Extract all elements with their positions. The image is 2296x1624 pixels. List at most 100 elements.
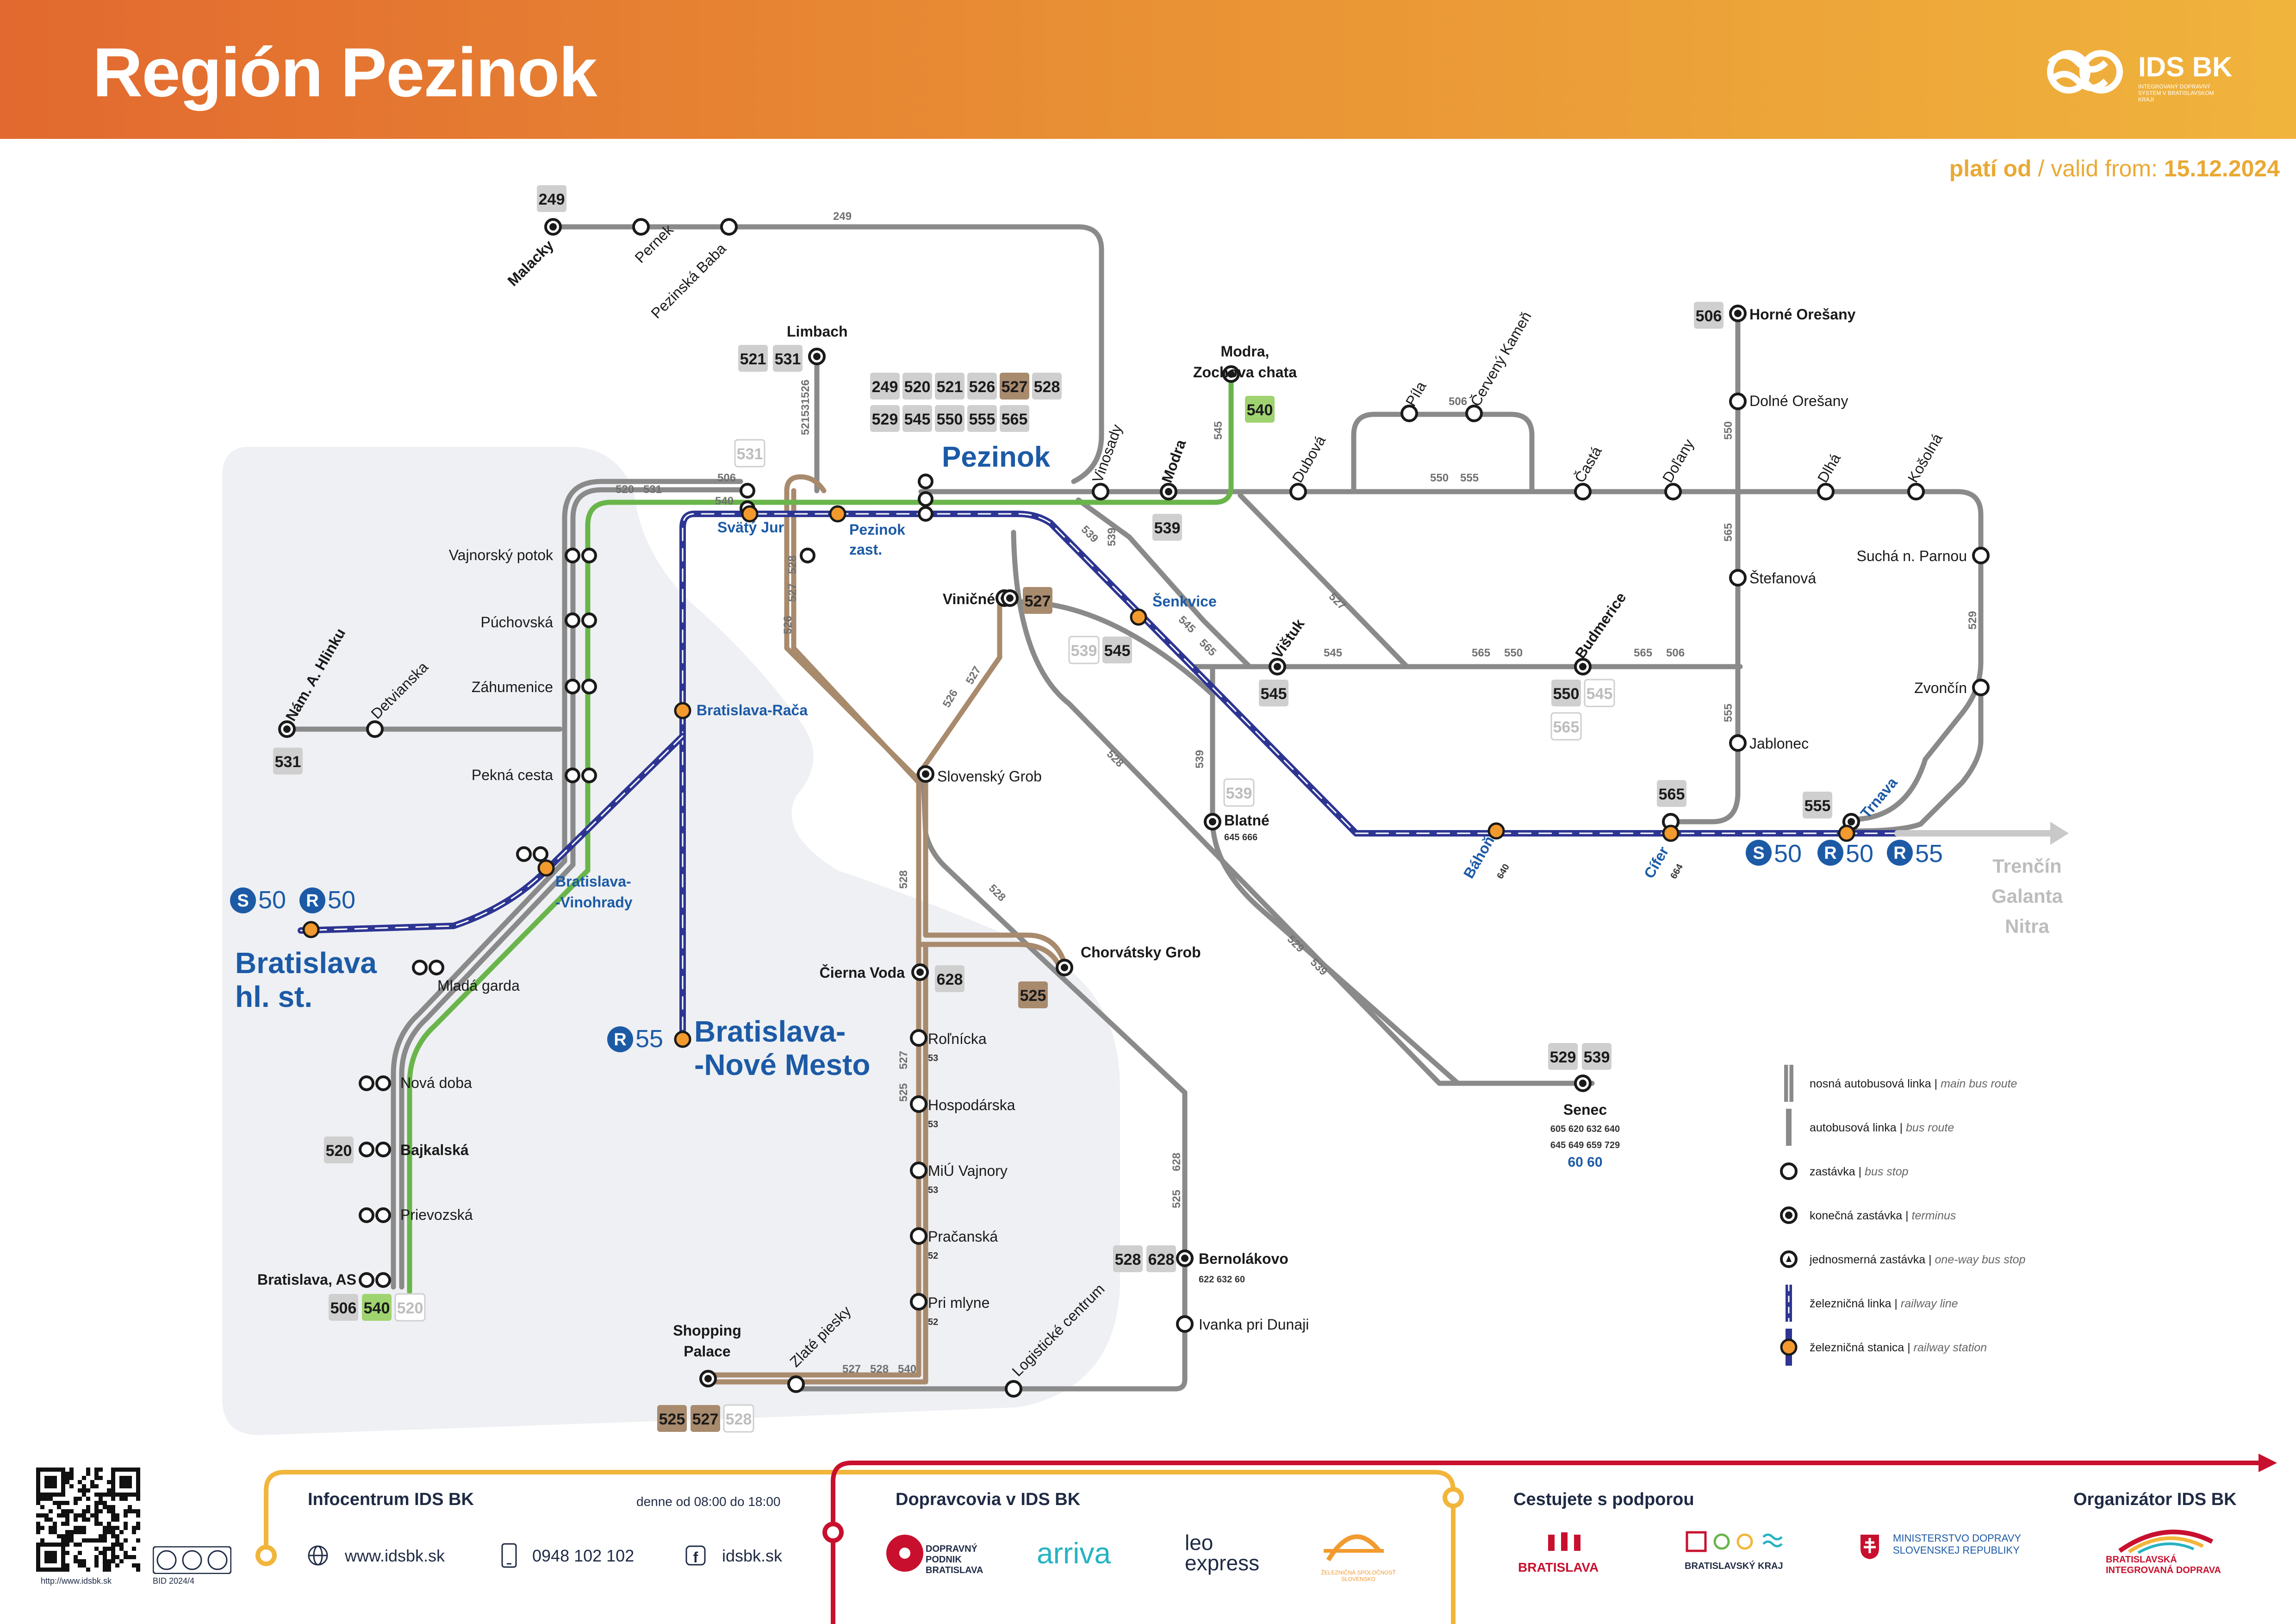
railway-station-marker — [741, 505, 759, 523]
terminus-dot — [549, 223, 557, 231]
route-badge — [773, 345, 803, 372]
qr-module — [107, 1563, 111, 1568]
bus-stop-marker — [1176, 1315, 1194, 1333]
footer-organizator: Organizátor IDS BK — [2073, 1490, 2237, 1509]
line-number: 528 — [786, 556, 799, 574]
r50-right-label: 50 — [1846, 840, 1873, 868]
qr-finder-core — [44, 1476, 57, 1488]
legend-label-en: railway station — [1914, 1341, 1987, 1354]
arriva-logo: arriva — [1037, 1537, 1111, 1570]
qr-module — [115, 1543, 119, 1547]
qr-module — [86, 1468, 90, 1472]
bus-stop-marker — [581, 612, 597, 628]
rolnicka-lines: 53 — [928, 1053, 938, 1063]
footer-fb[interactable]: idsbk.sk — [722, 1546, 783, 1565]
stop-rolnicka: Roľnícka — [928, 1031, 987, 1047]
bus-stop-marker — [1729, 393, 1747, 410]
qr-module — [69, 1484, 74, 1488]
stop-zvoncin: Zvončín — [1914, 680, 1967, 696]
qr-module — [103, 1563, 107, 1568]
bus-stop-marker — [910, 1029, 927, 1047]
qr-module — [69, 1530, 74, 1534]
bus-stop-marker — [740, 483, 755, 499]
legend-label: železničná linka | railway line — [1810, 1297, 1958, 1310]
footer-phone[interactable]: 0948 102 102 — [532, 1546, 635, 1565]
qr-module — [103, 1547, 107, 1551]
hub-line-label: 526 — [969, 378, 996, 396]
svg-text:R: R — [1893, 843, 1906, 863]
cifer-lines: 664 — [1668, 862, 1685, 881]
qr-module — [107, 1488, 111, 1493]
bus-stop-marker — [910, 1162, 927, 1179]
qr-module — [49, 1530, 53, 1534]
svg-text:f: f — [693, 1549, 698, 1566]
route-badge — [1550, 712, 1582, 741]
qr-module — [115, 1555, 119, 1559]
qr-module — [44, 1518, 49, 1522]
route-badge — [1152, 514, 1182, 541]
dpb-logo-icon — [886, 1535, 923, 1572]
qr-module — [61, 1534, 65, 1538]
bus-stop-marker — [800, 548, 815, 563]
qr-module — [111, 1534, 115, 1538]
route-badge-label: 531 — [775, 350, 801, 368]
hub-line-label: 528 — [1034, 378, 1060, 396]
line-number: 528 — [897, 870, 910, 889]
r50-left-icon — [299, 887, 325, 913]
qr-module — [107, 1568, 111, 1572]
route-badge — [1803, 792, 1832, 818]
footer-web[interactable]: www.idsbk.sk — [345, 1546, 445, 1565]
qr-module — [74, 1501, 78, 1505]
qr-module — [124, 1555, 128, 1559]
svg-text:R: R — [1824, 843, 1836, 863]
valid-sk: platí od — [1949, 156, 2032, 181]
route-badge-label: 528 — [726, 1411, 752, 1428]
bahon-lines: 640 — [1495, 862, 1512, 881]
bus-stop-marker — [533, 846, 548, 862]
qr-module — [119, 1530, 124, 1534]
stop-blatne: Blatné — [1224, 812, 1269, 829]
blatne-lines: 645 666 — [1224, 832, 1257, 843]
hub-line-badge — [1000, 405, 1029, 432]
stop-puchovska: Púchovská — [480, 614, 553, 631]
legend-rail-swatch — [1786, 1285, 1792, 1322]
qr-module — [61, 1501, 65, 1505]
terminus-dot — [1181, 1255, 1188, 1262]
stop-senec: Senec — [1563, 1101, 1607, 1118]
bus-stop-marker — [1005, 1380, 1022, 1398]
bus-stop-marker — [1817, 483, 1835, 500]
stop-slovensky-grob: Slovenský Grob — [937, 768, 1042, 785]
route-badge — [394, 1293, 426, 1322]
qr-module — [74, 1518, 78, 1522]
route-badge-label: 528 — [1115, 1251, 1141, 1268]
bus-stop-marker — [1574, 483, 1592, 500]
qr-code — [36, 1468, 140, 1572]
qr-module — [49, 1518, 53, 1522]
route-badge — [1113, 1245, 1143, 1272]
qr-module — [82, 1530, 86, 1534]
hub-line-label: 521 — [937, 378, 963, 396]
railway-station-marker — [1838, 824, 1855, 842]
line-number: 539 — [1079, 523, 1101, 545]
qr-module — [82, 1488, 86, 1493]
qr-module — [124, 1497, 128, 1501]
route-badge-label: 540 — [364, 1299, 390, 1317]
qr-module — [99, 1551, 103, 1555]
bus-stop-marker — [1972, 679, 1990, 696]
qr-url: http://www.idsbk.sk — [41, 1576, 112, 1586]
facebook-icon: f — [685, 1545, 706, 1566]
qr-module — [136, 1513, 140, 1518]
railway-station-marker — [1662, 824, 1680, 842]
qr-module — [103, 1559, 107, 1563]
zssk-logo-icon — [1324, 1534, 1384, 1562]
qr-module — [115, 1534, 119, 1538]
hub-line-label: 550 — [937, 411, 963, 428]
qr-module — [74, 1497, 78, 1501]
qr-module — [103, 1526, 107, 1530]
line-number: 540 — [715, 495, 734, 507]
qr-module — [78, 1543, 82, 1547]
qr-module — [82, 1538, 86, 1543]
